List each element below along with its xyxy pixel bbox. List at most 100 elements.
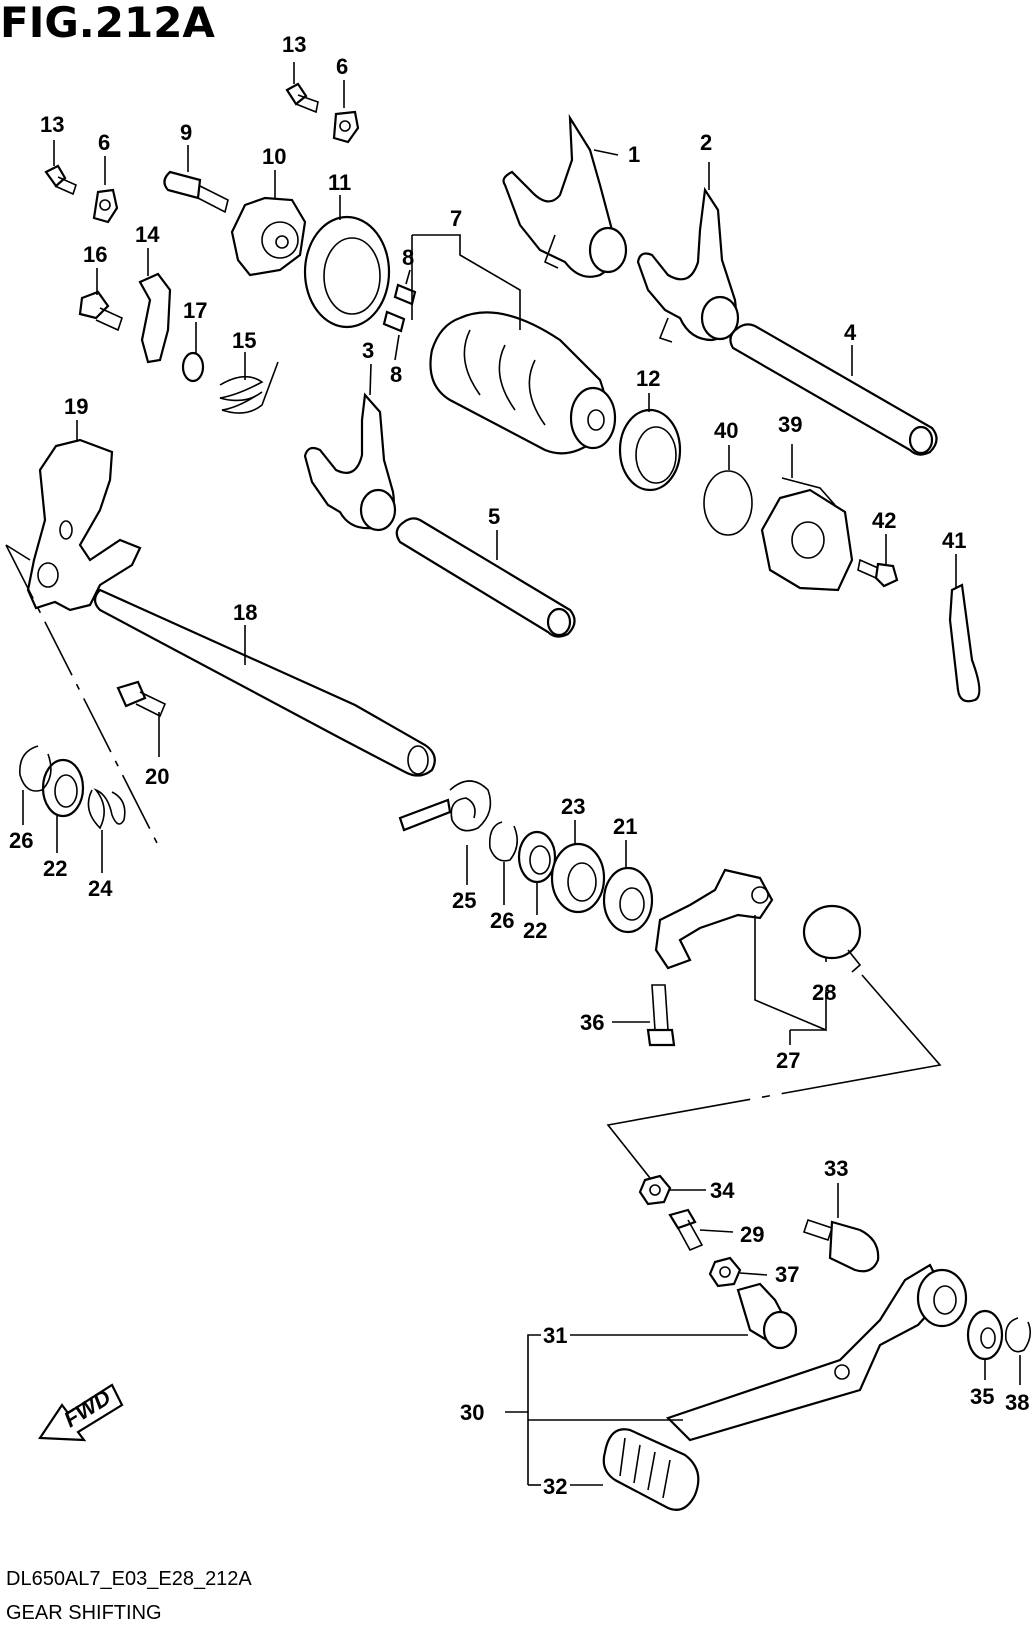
- washer-35: [966, 1309, 1004, 1361]
- callout-29: 29: [740, 1222, 764, 1247]
- callout-22-left: 22: [43, 856, 67, 881]
- bolt-13-top: [285, 82, 319, 114]
- washer-21: [602, 866, 654, 934]
- return-spring-25: [398, 780, 492, 832]
- washer-17: [181, 351, 205, 383]
- callout-17: 17: [183, 298, 207, 323]
- callout-11: 11: [328, 170, 351, 195]
- leader-lines: [5, 62, 1021, 1486]
- circlip-38: [1004, 1317, 1032, 1353]
- bolt-9: [163, 170, 229, 214]
- stud-bolt-20: [116, 680, 167, 718]
- callout-28: 28: [812, 980, 836, 1005]
- bolt-29: [668, 1208, 704, 1252]
- shift-fork-2: [636, 186, 740, 343]
- wire-clamp-41: [948, 583, 981, 703]
- callout-4: 4: [844, 320, 857, 345]
- callout-8-upper: 8: [402, 245, 414, 270]
- callout-30: 30: [460, 1400, 484, 1425]
- callout-13-top: 13: [282, 32, 306, 57]
- circlip-26-right: [488, 821, 518, 862]
- diagram-code: DL650AL7_E03_E28_212A: [6, 1568, 252, 1590]
- lever-bolt-33: [802, 1218, 880, 1273]
- callout-5: 5: [488, 504, 500, 529]
- shift-fork-1: [502, 113, 628, 278]
- callout-7: 7: [450, 206, 462, 231]
- callout-20: 20: [145, 764, 169, 789]
- diagram-caption: GEAR SHIFTING: [6, 1602, 162, 1624]
- callout-33: 33: [824, 1156, 848, 1181]
- cam-plate-10: [230, 196, 307, 277]
- callout-25: 25: [452, 888, 476, 913]
- callout-23: 23: [561, 794, 585, 819]
- footpeg-rubber-32: [602, 1428, 700, 1511]
- spring-24: [87, 788, 126, 830]
- cam-stopper-lever-14: [138, 272, 172, 364]
- nut-37: [708, 1256, 742, 1288]
- callout-labels: 1 2 3 4 5 6 6 7 8 8 9 10 11 12 13 13 14 …: [9, 32, 1029, 1499]
- gear-position-switch-39: [760, 477, 854, 592]
- callout-8-lower: 8: [390, 362, 402, 387]
- bolt-16: [78, 290, 123, 332]
- fork-shaft-5: [395, 517, 576, 638]
- callout-19: 19: [64, 394, 88, 419]
- callout-42: 42: [872, 508, 896, 533]
- callout-22-right: 22: [523, 918, 547, 943]
- circlip-26-left: [19, 745, 52, 792]
- callout-37: 37: [775, 1262, 799, 1287]
- washer-6-top: [332, 110, 360, 144]
- callout-34: 34: [710, 1178, 735, 1203]
- callout-21: 21: [613, 814, 637, 839]
- callout-1: 1: [628, 142, 640, 167]
- bolt-42: [857, 558, 899, 588]
- pin-8-lower: [382, 310, 406, 333]
- callout-3: 3: [362, 338, 374, 363]
- callout-6-left: 6: [98, 130, 110, 155]
- bolt-13-left: [44, 164, 77, 196]
- fwd-arrow-icon: [38, 1383, 124, 1442]
- bearing-11: [303, 215, 391, 329]
- callout-39: 39: [778, 412, 802, 437]
- gearshift-shaft-18: [93, 588, 436, 777]
- callout-10: 10: [262, 144, 286, 169]
- callout-6-top: 6: [336, 54, 348, 79]
- callout-9: 9: [180, 120, 192, 145]
- shift-fork-3: [303, 392, 397, 532]
- o-ring-40: [703, 470, 753, 536]
- fork-shaft-4: [729, 323, 938, 456]
- callout-18: 18: [233, 600, 257, 625]
- washer-6-left: [92, 188, 119, 224]
- callout-32: 32: [543, 1474, 567, 1499]
- spring-15: [219, 361, 279, 414]
- bolt-36: [646, 984, 676, 1047]
- washer-22-left: [41, 758, 85, 818]
- callout-24: 24: [88, 876, 113, 901]
- gearshift-lever-30: [665, 1263, 968, 1442]
- callout-15: 15: [232, 328, 256, 353]
- callout-38: 38: [1005, 1390, 1029, 1415]
- callout-31: 31: [543, 1323, 567, 1348]
- figure-title: FIG.212A: [0, 0, 215, 47]
- callout-12: 12: [636, 366, 660, 391]
- callout-13-left: 13: [40, 112, 64, 137]
- oil-seal-23: [550, 842, 606, 914]
- callout-26-right: 26: [490, 908, 514, 933]
- nut-34: [638, 1174, 672, 1206]
- gearshift-cam-7: [429, 311, 617, 455]
- callout-40: 40: [714, 418, 738, 443]
- callout-36: 36: [580, 1010, 604, 1035]
- bearing-12: [618, 408, 682, 492]
- callout-2: 2: [700, 130, 712, 155]
- rod-end-28: [802, 904, 862, 973]
- callout-27: 27: [776, 1048, 800, 1073]
- callout-16: 16: [83, 242, 107, 267]
- callout-35: 35: [970, 1384, 994, 1409]
- shift-arm-plate-19: [26, 438, 142, 612]
- callout-41: 41: [942, 528, 966, 553]
- lever-pivot-31: [736, 1282, 798, 1350]
- washer-22-right: [517, 830, 557, 884]
- callout-26-left: 26: [9, 828, 33, 853]
- callout-14: 14: [135, 222, 160, 247]
- gearshift-link-27: [654, 868, 774, 970]
